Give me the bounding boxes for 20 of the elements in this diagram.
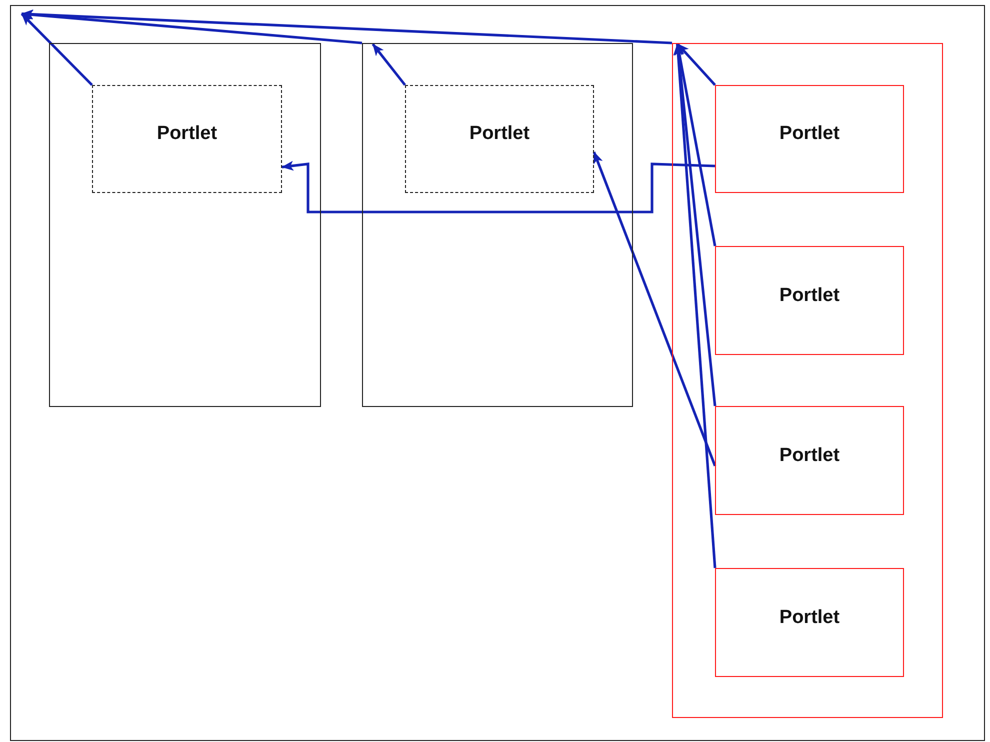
arrow (372, 43, 406, 86)
portlet-box: Portlet (92, 85, 282, 193)
column-box (49, 43, 321, 407)
arrow (282, 160, 716, 214)
arrow (20, 12, 93, 86)
portlet-box: Portlet (715, 85, 904, 193)
arrow (674, 43, 716, 406)
column-box (362, 43, 633, 407)
arrow (673, 43, 716, 568)
portlet-box: Portlet (715, 568, 904, 677)
arrow (21, 9, 672, 44)
portlet-box: Portlet (405, 85, 594, 193)
arrow (592, 152, 716, 466)
arrow (676, 42, 716, 86)
arrow (21, 10, 362, 44)
page-frame (10, 5, 985, 741)
portlet-group-box (672, 43, 943, 718)
arrow (674, 43, 716, 246)
portlet-box: Portlet (715, 406, 904, 515)
portlet-box: Portlet (715, 246, 904, 355)
